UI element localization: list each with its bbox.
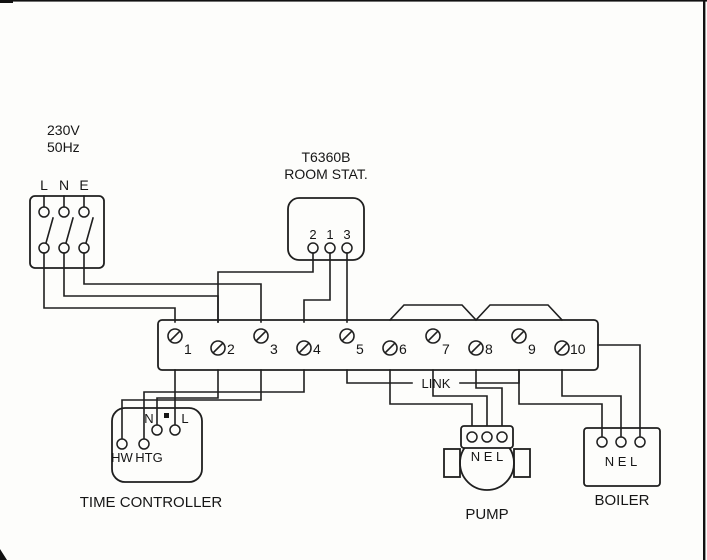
supply-out-e (78, 242, 90, 254)
terminal-number-4: 4 (313, 341, 321, 357)
pump-terminal-l (496, 431, 508, 443)
room-stat-terminal-1 (324, 242, 336, 254)
terminal-number-6: 6 (399, 341, 407, 357)
wire (459, 369, 520, 384)
terminal-number-7: 7 (442, 341, 450, 357)
time-controller: N L HW HTG TIME CONTROLLER (80, 369, 305, 511)
corner-mark-bottom-left (0, 549, 7, 560)
wire-stat1-to-terminal4 (303, 252, 331, 323)
supply-terminal-l (38, 206, 50, 218)
pump-flange-left (443, 448, 461, 478)
wire-n-to-terminal2 (63, 252, 219, 323)
tc-htg-label: HTG (135, 450, 162, 465)
corner-mark-top-left (0, 0, 13, 3)
wire-pump-l-to-terminal8 (475, 369, 503, 433)
supply-box (29, 195, 105, 269)
link-label: LINK (422, 376, 451, 391)
terminal-screws (167, 328, 570, 356)
wire-stat2-to-terminal2 (217, 252, 314, 323)
pump-terminals-label: N E L (471, 449, 504, 464)
boiler-box (583, 427, 661, 487)
tc-terminal-hw (116, 438, 128, 450)
pump-terminal-n (466, 431, 478, 443)
supply-voltage-label: 230V (47, 122, 80, 138)
terminal-number-3: 3 (270, 341, 278, 357)
supply-out-n (58, 242, 70, 254)
supply-terminal-n-label: N (59, 177, 69, 193)
link-bridge-8-10 (474, 304, 564, 322)
boiler-terminal-l (634, 436, 646, 448)
terminal-number-10: 10 (570, 341, 586, 357)
wire-terminal2-to-tc-n (156, 369, 219, 426)
pump: N E L PUMP (389, 369, 531, 523)
pump-terminal-e (481, 431, 493, 443)
wire-e-to-terminal3 (83, 252, 262, 323)
room-stat: T6360B ROOM STAT. 2 1 3 (284, 149, 368, 261)
boiler-label: BOILER (594, 492, 649, 509)
switch-blades (45, 217, 94, 244)
right-border (703, 0, 706, 560)
supply-terminal-e (78, 206, 90, 218)
wire-pump-n-to-terminal6 (389, 369, 473, 433)
time-controller-box (111, 407, 203, 483)
room-stat-terminal-3-label: 3 (343, 227, 350, 242)
wire-tc-hw-to-terminal3 (121, 369, 262, 440)
wire-pump-e-to-terminal7 (432, 369, 488, 433)
wire-boiler-e-to-terminal10 (561, 369, 622, 438)
mains-supply: 230V 50Hz L N E (29, 122, 105, 269)
supply-terminal-l-label: L (40, 177, 48, 193)
boiler-terminal-e (615, 436, 627, 448)
terminal-numbers: 1 2 3 4 5 6 7 8 9 10 (184, 341, 586, 357)
wire-boiler-n-to-terminal9 (518, 369, 603, 438)
tc-hw-label: HW (111, 450, 133, 465)
supply-terminal-e-label: E (79, 177, 88, 193)
tc-terminal-htg (138, 438, 150, 450)
room-stat-terminal-1-label: 1 (326, 227, 333, 242)
wire-l-to-terminal1 (43, 252, 176, 323)
supply-frequency-label: 50Hz (47, 139, 80, 155)
tc-terminal-n (151, 424, 163, 436)
boiler-terminal-n (596, 436, 608, 448)
wire-tc-htg-to-terminal4 (143, 369, 305, 440)
link-bridge-6-8 (388, 304, 478, 322)
wire (43, 195, 85, 208)
terminal-number-1: 1 (184, 341, 192, 357)
wire (346, 369, 413, 384)
terminal-number-9: 9 (528, 341, 536, 357)
wire-boiler-l-to-strip (597, 344, 641, 438)
top-border (0, 0, 707, 2)
tc-n-label: N (144, 411, 153, 426)
room-stat-terminal-2-label: 2 (309, 227, 316, 242)
supply-out-l (38, 242, 50, 254)
nl-separator-mark (164, 413, 169, 418)
boiler: N E L BOILER (518, 344, 661, 509)
room-stat-terminal-3 (341, 242, 353, 254)
room-stat-box (287, 197, 365, 261)
room-stat-model-label: T6360B (301, 149, 350, 165)
room-stat-name-label: ROOM STAT. (284, 166, 367, 182)
tc-terminal-l (169, 424, 181, 436)
terminal-number-2: 2 (227, 341, 235, 357)
terminal-number-8: 8 (485, 341, 493, 357)
pump-flange-right (513, 448, 531, 478)
boiler-terminals-label: N E L (605, 454, 638, 469)
tc-l-label: L (181, 411, 188, 426)
time-controller-label: TIME CONTROLLER (80, 494, 223, 511)
supply-terminal-n (58, 206, 70, 218)
pump-label: PUMP (465, 506, 508, 523)
junction-terminal-strip: 1 2 3 4 5 6 7 8 9 10 (157, 304, 599, 371)
terminal-number-5: 5 (356, 341, 364, 357)
room-stat-terminal-2 (307, 242, 319, 254)
